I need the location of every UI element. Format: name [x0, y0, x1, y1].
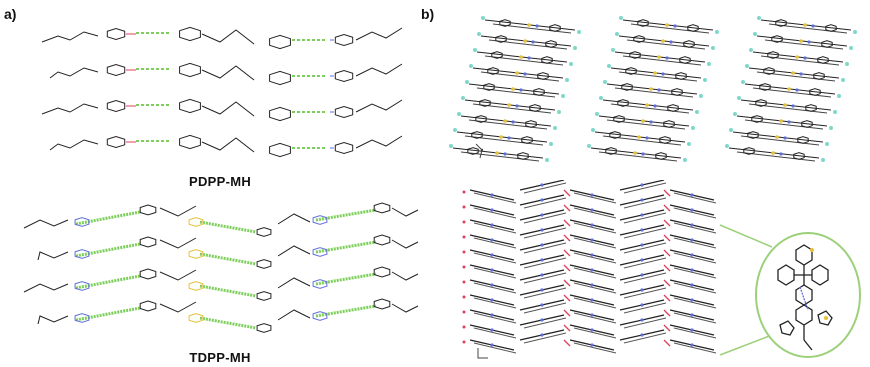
- tdpp-mh-packing-view: [23, 202, 419, 333]
- caption-pdpp-mh: PDPP-MH: [188, 174, 252, 189]
- magnified-dimer-icon: [719, 224, 861, 358]
- axis-triad-icon: [475, 143, 484, 159]
- crystal-packing-top: [449, 16, 857, 162]
- panel-label-a: a): [4, 6, 17, 22]
- crystal-packing-bottom: [462, 180, 717, 354]
- panel-label-b: b): [421, 6, 435, 22]
- caption-tdpp-mh: TDPP-MH: [189, 350, 251, 365]
- pdpp-mh-packing-view: [41, 26, 403, 158]
- axis-triad-icon: [477, 348, 488, 359]
